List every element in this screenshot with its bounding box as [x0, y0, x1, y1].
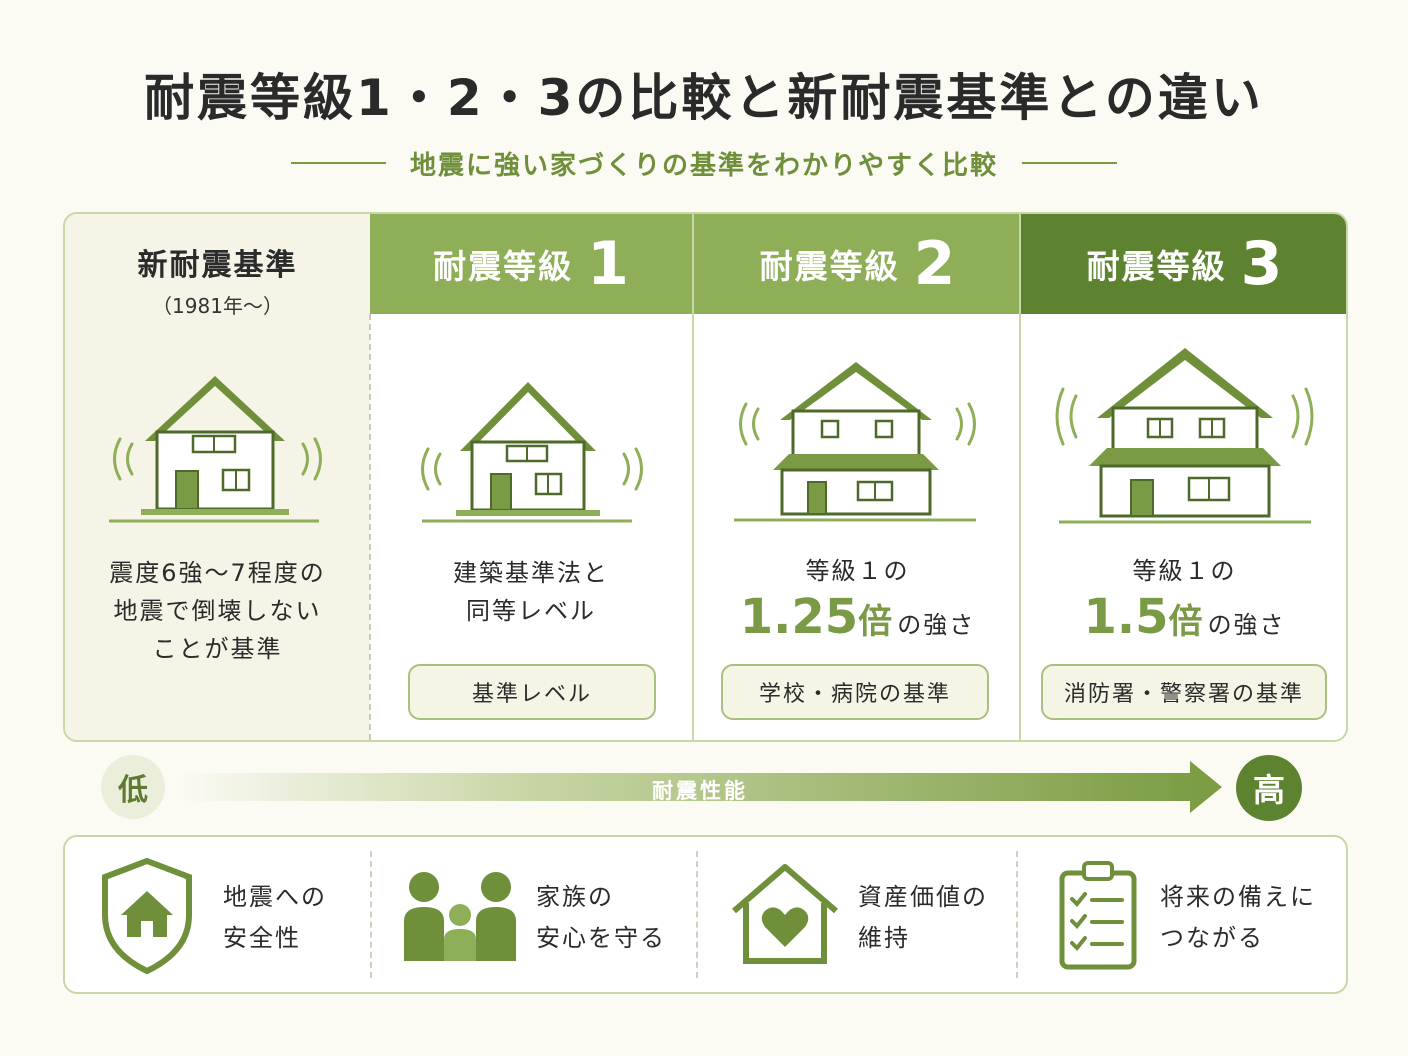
benefit-line: 家族の [536, 883, 614, 911]
level-badge: 学校・病院の基準 [721, 664, 989, 720]
benefit-item: 家族の 安心を守る [372, 837, 694, 992]
multiplier-unit: 倍 [1168, 602, 1203, 642]
description-line: 地震で倒壊しない [113, 597, 322, 625]
house-heart-icon [732, 864, 838, 964]
benefit-divider [1016, 851, 1018, 978]
column-description: 建築基準法と 同等レベル [370, 554, 692, 630]
benefit-divider [696, 851, 698, 978]
description-line: 建築基準法と [453, 559, 609, 587]
description-line: ことが基準 [152, 635, 283, 663]
divider-line [290, 162, 386, 164]
high-marker: 高 [1236, 755, 1302, 821]
benefit-item: 資産価値の 維持 [698, 837, 1016, 992]
benefit-line: 地震への [223, 883, 327, 911]
column-title: 耐震等級 [433, 247, 574, 286]
benefit-line: 安心を守る [536, 924, 666, 952]
benefit-text: 地震への 安全性 [223, 877, 327, 959]
family-icon [404, 872, 516, 961]
arrow-head [1190, 761, 1222, 813]
benefit-text: 将来の備えに つながる [1160, 877, 1316, 959]
strength-multiplier: 1.5倍 の強さ [1021, 589, 1346, 645]
benefit-line: 安全性 [223, 924, 301, 952]
dashed-divider [369, 314, 371, 740]
page-subtitle: 地震に強い家づくりの基準をわかりやすく比較 [409, 150, 998, 181]
benefit-divider [370, 851, 372, 978]
house-icon [421, 382, 643, 523]
page-title: 耐震等級1・2・3の比較と新耐震基準との違い [144, 69, 1264, 127]
column-title: 耐震等級 [759, 247, 900, 286]
shield-house-icon [102, 857, 192, 975]
checklist-icon [1059, 861, 1137, 970]
grade-number: 1 [587, 229, 629, 299]
column-header: 耐震等級 3 [1021, 214, 1346, 314]
benefit-text: 家族の 安心を守る [536, 877, 666, 959]
low-marker: 低 [101, 755, 165, 819]
benefit-line: つながる [1160, 924, 1264, 952]
two-story-house-icon [1055, 348, 1314, 524]
column-subtitle: （1981年～） [152, 294, 283, 318]
column-grade-2: 耐震等級 2 等級１の 1.25倍 の強さ 学校・病院の基準 [692, 214, 1021, 740]
column-title: 新耐震基準 [137, 248, 298, 283]
column-description: 等級１の [1132, 557, 1237, 585]
multiplier-unit: 倍 [858, 602, 893, 642]
house-icon [109, 376, 322, 523]
divider-line [1022, 162, 1117, 164]
benefit-line: 資産価値の [858, 883, 988, 911]
column-header: 耐震等級 1 [370, 214, 692, 314]
multiplier-suffix: の強さ [897, 611, 976, 639]
multiplier-value: 1.25 [739, 589, 859, 645]
column-description: 震度6強～7程度の 地震で倒壊しない ことが基準 [65, 554, 370, 668]
two-story-house-icon [734, 362, 976, 522]
benefit-item: 地震への 安全性 [65, 837, 370, 992]
column-description: 等級１の [805, 557, 910, 585]
column-new-standard: 新耐震基準 （1981年～） 震度6強～7程度の 地震で倒壊しない ことが基準 [65, 214, 370, 740]
benefit-line: 維持 [858, 924, 910, 952]
benefit-text: 資産価値の 維持 [858, 877, 988, 959]
level-badge: 基準レベル [408, 664, 656, 720]
multiplier-suffix: の強さ [1207, 611, 1286, 639]
benefit-item: 将来の備えに つながる [1018, 837, 1344, 992]
column-grade-3: 耐震等級 3 等級１の 1.5倍 の強さ 消防署・警察署の基準 [1019, 214, 1346, 740]
strength-multiplier: 1.25倍 の強さ [694, 589, 1021, 645]
comparison-table: 新耐震基準 （1981年～） 震度6強～7程度の 地震で倒壊しない ことが基準 [63, 212, 1348, 742]
benefit-line: 将来の備えに [1160, 883, 1316, 911]
performance-label: 耐震性能 [652, 779, 748, 803]
column-title: 耐震等級 [1086, 247, 1227, 286]
level-badge: 消防署・警察署の基準 [1041, 664, 1327, 720]
arrow-bar [178, 773, 1193, 801]
column-grade-1: 耐震等級 1 建築基準法と 同等レベル 基準レベル [370, 214, 692, 740]
grade-number: 2 [913, 229, 956, 299]
subtitle-row: 地震に強い家づくりの基準をわかりやすく比較 [0, 143, 1408, 183]
column-header: 新耐震基準 （1981年～） [65, 240, 370, 319]
benefits-panel: 地震への 安全性 家族の 安心を守る 資産価値の 維持 [63, 835, 1348, 994]
description-line: 震度6強～7程度の [109, 559, 326, 587]
multiplier-value: 1.5 [1083, 589, 1169, 645]
grade-number: 3 [1240, 229, 1283, 299]
performance-scale: 低 耐震性能 高 [0, 752, 1408, 822]
column-header: 耐震等級 2 [694, 214, 1021, 314]
description-line: 同等レベル [466, 597, 596, 625]
